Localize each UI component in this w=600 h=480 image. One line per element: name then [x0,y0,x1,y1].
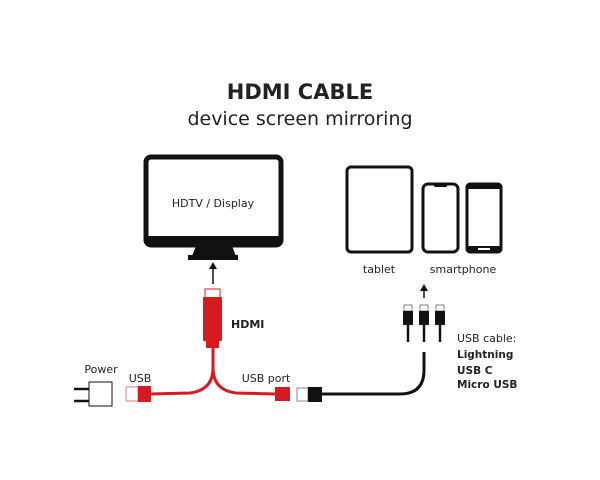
title: HDMI CABLE [227,80,373,104]
usb-port-label: USB port [242,372,291,385]
tablet-label: tablet [363,263,396,276]
tablet-icon [345,165,414,254]
display-label: HDTV / Display [172,197,255,210]
usb-cable-type-lightning: Lightning [457,349,513,361]
tv-display-icon [143,154,284,260]
hdmi-connector-icon [203,288,222,348]
usb-c-connector-icon [419,304,429,342]
usb-port-red-icon [275,387,290,401]
usb-power-plug-icon [125,386,151,402]
smartphone-label: smartphone [430,263,497,276]
usb-label: USB [129,372,152,385]
subtitle: device screen mirroring [187,108,412,130]
arrow-up-icon [209,262,217,284]
lightning-connector-icon [403,304,413,342]
power-label: Power [84,363,118,376]
hdmi-label: HDMI [231,318,264,331]
micro-usb-connector-icon [435,304,445,342]
red-y-cable [149,348,277,396]
usb-cable-heading: USB cable: [457,332,516,345]
usb-cable-type-usb-c: USB C [457,365,493,377]
android-phone-icon [465,182,503,254]
black-usb-cable [322,352,426,396]
arrow-up-icon [420,284,428,298]
usb-cable-type-micro-usb: Micro USB [457,379,517,391]
iphone-icon [421,182,460,254]
power-adapter-icon [74,381,113,407]
usb-a-plug-icon [296,387,322,402]
